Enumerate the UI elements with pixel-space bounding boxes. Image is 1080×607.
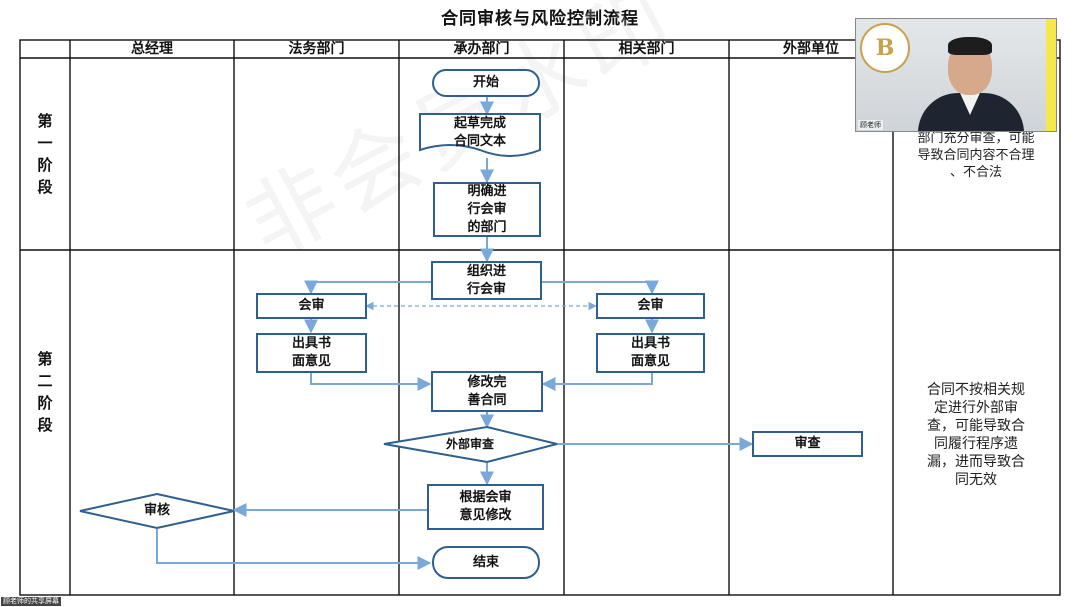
header-handling-dept: 承办部门 <box>453 41 510 57</box>
yellow-banner <box>1046 19 1056 131</box>
screen-share-tag: 顾老师的共享屏幕 <box>1 597 61 606</box>
node-start: 开始 <box>472 75 499 90</box>
node-draft: 起草完成 合同文本 <box>453 116 506 149</box>
node-define: 明确进 行会审 的部门 <box>467 183 507 235</box>
header-general-manager: 总经理 <box>131 41 173 57</box>
presenter-hair <box>948 37 992 55</box>
brand-logo-icon: B <box>860 23 910 73</box>
webcam-overlay: B 顾老师 <box>855 18 1057 132</box>
legal-review-shape <box>256 293 367 319</box>
node-modify: 根据会审 意见修改 <box>459 490 512 523</box>
connectors <box>156 96 754 570</box>
header-related-dept: 相关部门 <box>618 41 675 57</box>
webcam-caption: 顾老师 <box>858 120 883 130</box>
revise-process-shape <box>431 371 543 412</box>
node-approve: 审核 <box>143 503 170 518</box>
arrow-organize-to-legal <box>304 280 432 295</box>
node-revise: 修改完 善合同 <box>467 374 507 408</box>
draft-document-shape <box>419 113 541 157</box>
external-review-shape <box>752 431 863 457</box>
related-review-shape <box>596 293 705 319</box>
risk-note-stage-2: 合同不按相关规 定进行外部审 查，可能导致合 同履行程序遗 漏，进而导致合 同无… <box>927 382 1025 488</box>
node-related-review: 会审 <box>637 298 664 313</box>
end-terminal-shape <box>432 546 540 579</box>
node-legal-review: 会审 <box>298 298 325 313</box>
node-external-check: 外部审查 <box>445 437 494 451</box>
arrow-organize-to-related <box>541 280 659 295</box>
arrow-legal-opinion-to-revise <box>310 372 432 391</box>
node-organize: 组织进 行会审 <box>466 263 506 297</box>
legal-opinion-shape <box>256 333 367 373</box>
organize-process-shape <box>431 261 542 300</box>
node-external-review: 审查 <box>794 436 821 451</box>
start-terminal-shape <box>432 69 540 97</box>
node-end: 结束 <box>472 554 499 570</box>
risk-note-stage-1: 部门充分审查，可能 导致合同内容不合理 、不合法 <box>917 131 1035 180</box>
grid-outer-border <box>19 39 1061 596</box>
swimlane-grid <box>19 39 1061 596</box>
approve-decision-shape <box>79 492 235 530</box>
header-external-unit: 外部单位 <box>783 41 839 57</box>
node-shapes <box>79 69 863 579</box>
modify-process-shape <box>427 484 544 530</box>
arrow-approve-to-end <box>156 529 432 570</box>
external-check-decision-shape <box>383 425 558 464</box>
node-legal-opinion: 出具书 面意见 <box>291 336 331 369</box>
arrow-related-opinion-to-revise <box>541 372 653 391</box>
stage-label-2: 第 二 阶 段 <box>37 350 53 434</box>
define-process-shape <box>433 182 541 237</box>
stage-label-1: 第 一 阶 段 <box>37 112 53 196</box>
node-related-opinion: 出具书 面意见 <box>630 336 670 369</box>
header-legal-dept: 法务部门 <box>288 41 345 57</box>
related-opinion-shape <box>596 333 705 373</box>
page-title: 合同审核与风险控制流程 <box>441 9 639 29</box>
